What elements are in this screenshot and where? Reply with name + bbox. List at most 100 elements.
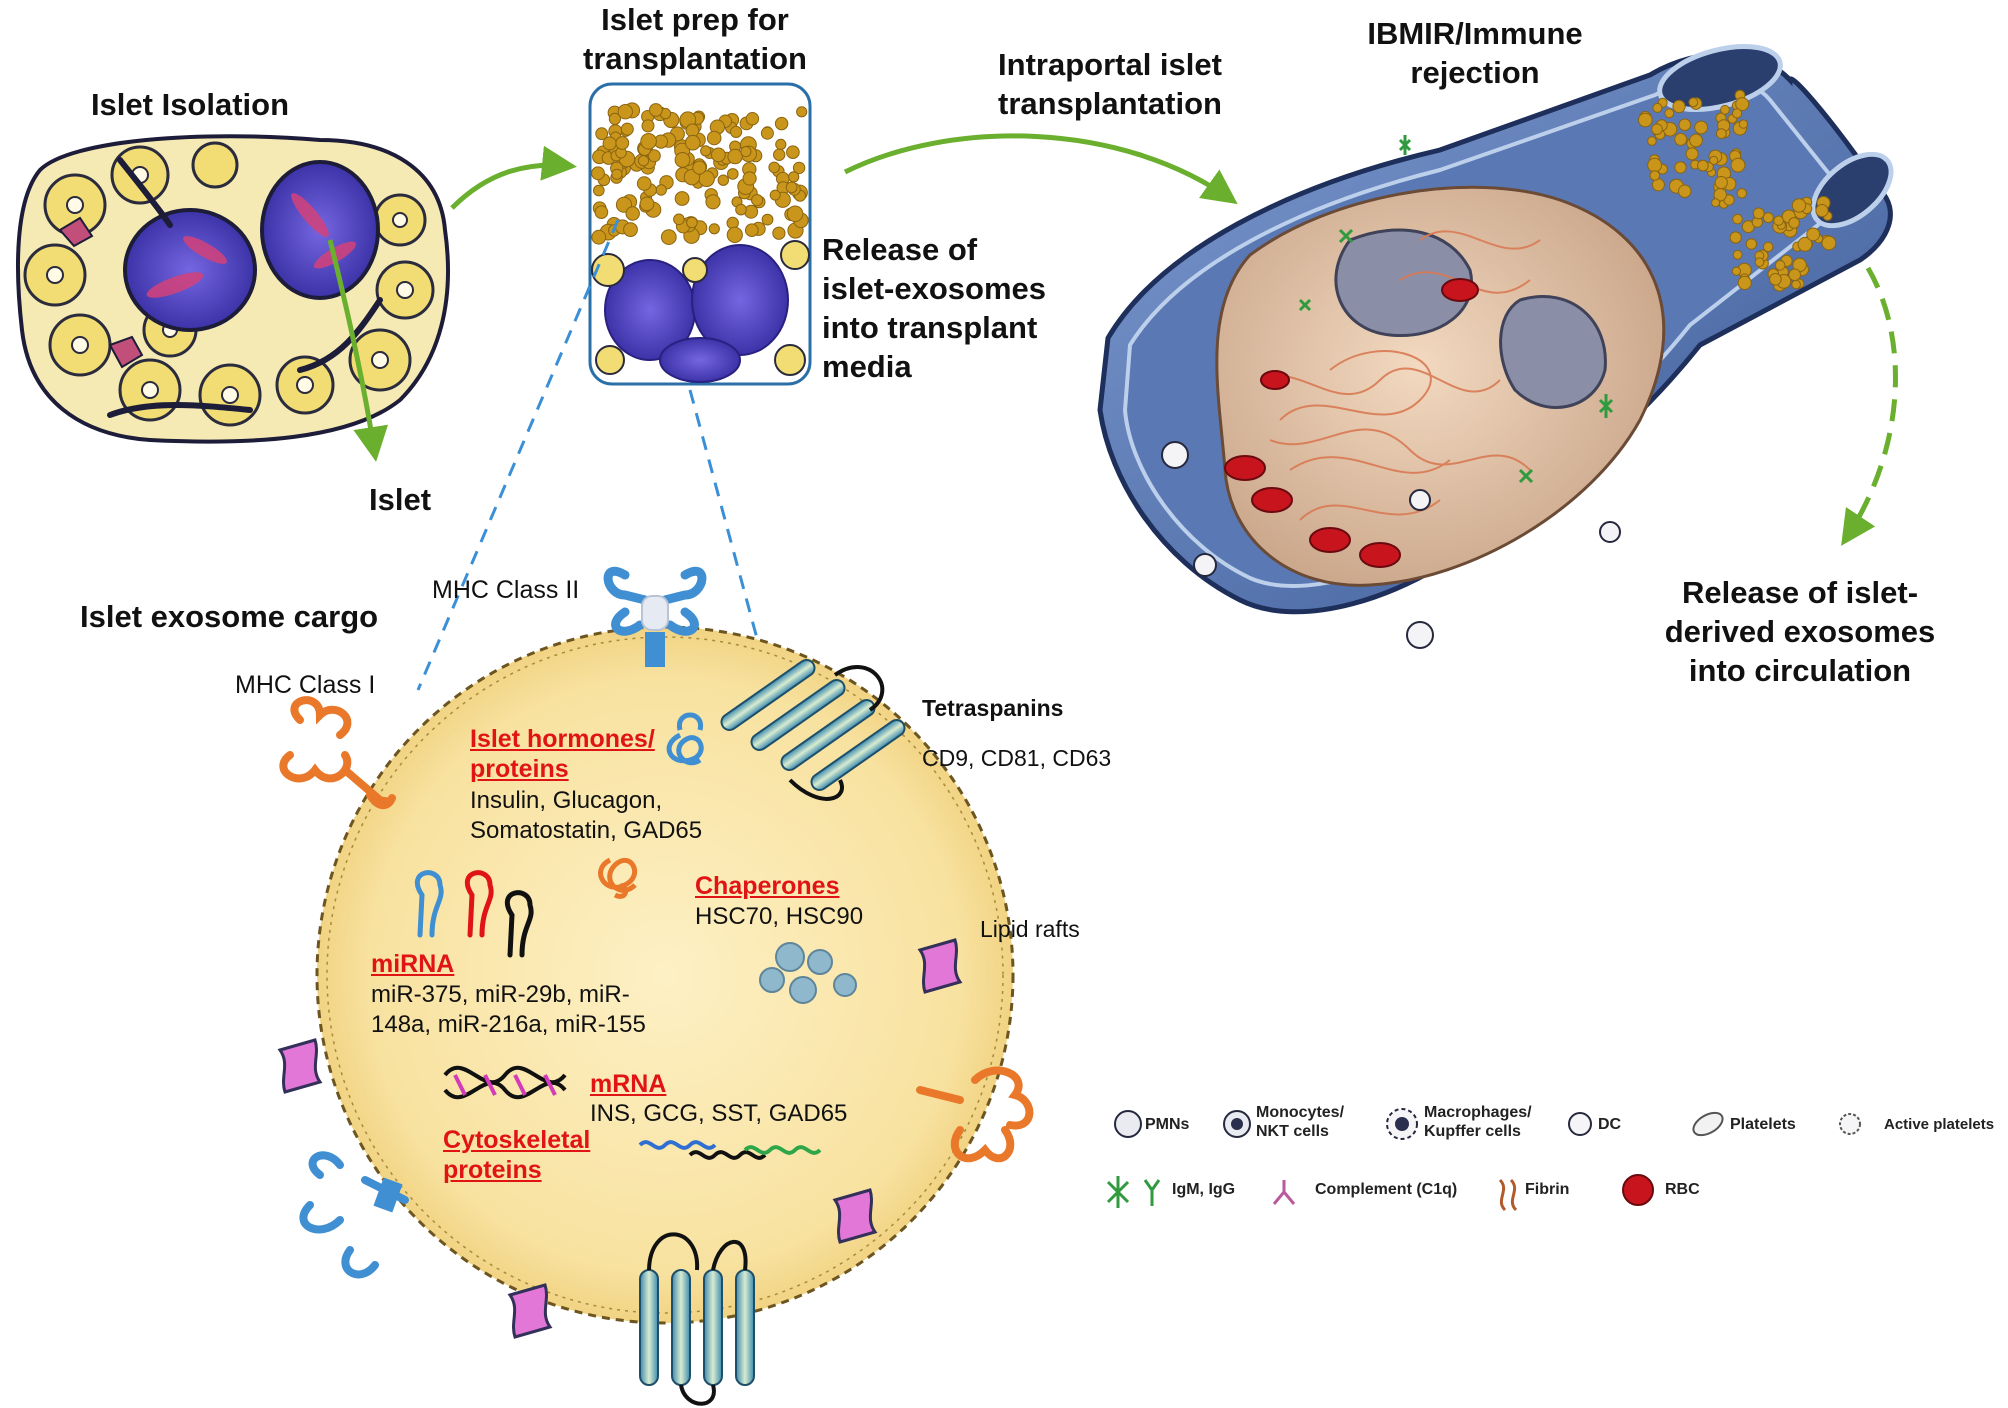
mhc-class-ii-lower xyxy=(299,1151,409,1279)
exosome-dot xyxy=(772,226,786,240)
exosome-dot xyxy=(1738,119,1749,129)
mrna-strands xyxy=(638,1140,822,1160)
exosome-dot xyxy=(660,229,677,246)
exosome-dot xyxy=(1736,188,1748,199)
exosome-dot xyxy=(742,171,757,186)
islet-prep-tube xyxy=(588,82,812,386)
exosome-dot xyxy=(751,194,764,207)
exosome-dot xyxy=(1732,249,1743,260)
exosome-dot xyxy=(792,161,806,175)
tetraspanin-molecule-bottom xyxy=(639,1232,755,1406)
exosome-dot xyxy=(1737,275,1752,290)
exosome-dot xyxy=(1732,108,1743,119)
exosome-dot xyxy=(647,149,661,163)
mrna-title: mRNA xyxy=(590,1070,667,1098)
legend-complement: Complement (C1q) xyxy=(1315,1181,1458,1198)
exosome-dot xyxy=(726,216,739,230)
exosome-dot xyxy=(1709,155,1719,165)
release-media-label: Release of islet-exosomes into transplan… xyxy=(822,232,1046,384)
exosome-dot xyxy=(1672,99,1686,114)
exosome-dot xyxy=(740,146,752,158)
complement-icon xyxy=(1272,1180,1296,1205)
mhc-class-i-label: MHC Class I xyxy=(235,671,376,699)
legend-rbc: RBC xyxy=(1665,1181,1700,1198)
portal-vein-illustration xyxy=(1097,44,1894,649)
exosome-dot xyxy=(730,125,743,138)
exosome-dot xyxy=(595,127,609,141)
exosome-dot xyxy=(1791,279,1801,290)
exosome-dot xyxy=(1797,236,1813,252)
exosome-dot xyxy=(773,148,786,162)
igm-icon xyxy=(1106,1176,1161,1208)
hormone-protein-icon-blue xyxy=(666,712,704,765)
exosome-dot xyxy=(637,155,650,167)
exosome-dot xyxy=(617,104,633,120)
exosome-dot xyxy=(726,226,743,243)
chaperones-list: HSC70, HSC90 xyxy=(695,903,864,930)
exosome-dot xyxy=(673,213,685,226)
arrow-to-circulation xyxy=(1841,266,1898,546)
legend-pmn: PMNs xyxy=(1145,1116,1190,1133)
exosome-dot xyxy=(620,122,634,136)
mirna-list: miR-375, miR-29b, miR- 148a, miR-216a, m… xyxy=(371,981,646,1038)
exosome-dot xyxy=(786,145,800,159)
exosome-dot xyxy=(1735,97,1750,112)
exosome-dot xyxy=(594,205,609,219)
exosome-dot xyxy=(705,194,721,210)
exosome-dot xyxy=(1652,102,1663,113)
zoom-line-left xyxy=(416,219,620,691)
legend-macrophages: Macrophages/ Kupffer cells xyxy=(1424,1104,1532,1140)
mhc-class-ii-molecule xyxy=(603,566,707,667)
release-circulation-label: Release of islet- derived exosomes into … xyxy=(1664,575,1936,688)
legend-dc: DC xyxy=(1598,1116,1622,1133)
mirna-title: miRNA xyxy=(371,950,455,978)
exosome-dot xyxy=(1694,120,1708,135)
exosome-dot xyxy=(717,174,729,186)
arrow-to-prep xyxy=(450,145,577,210)
rbc-icon xyxy=(1622,1174,1654,1206)
exosome-dot xyxy=(1815,204,1829,218)
exosome-dot xyxy=(785,181,798,194)
exosome-dot xyxy=(768,161,781,174)
exosome-dot xyxy=(1745,238,1758,250)
exosome-dot xyxy=(685,134,701,151)
tetraspanin-molecule-top xyxy=(720,659,906,801)
exosome-dot xyxy=(591,166,605,181)
pancreas-section xyxy=(15,134,450,444)
exosome-dot xyxy=(593,184,605,197)
arrow-to-islet xyxy=(327,239,389,462)
exosome-dot xyxy=(1688,97,1699,108)
exosome-dot xyxy=(636,176,652,191)
hormone-protein-icon-orange xyxy=(598,857,638,899)
ibmir-label: IBMIR/Immune rejection xyxy=(1367,16,1583,90)
exosome-dot xyxy=(1720,104,1730,115)
exosome-dot xyxy=(774,116,789,131)
islet-hormones-title: Islet hormones/ proteins xyxy=(470,725,655,783)
exosome-dot xyxy=(615,136,630,150)
fibrin-icon xyxy=(1498,1178,1518,1212)
exosome-dot xyxy=(706,130,722,146)
exosome-dot xyxy=(611,168,623,180)
arrow-to-transplant xyxy=(843,133,1238,205)
exosome-dot xyxy=(1651,123,1663,135)
mhc-class-i-molecule xyxy=(279,696,396,810)
exosome-dot xyxy=(649,103,663,117)
exosome-dot xyxy=(1731,266,1742,276)
mhc-class-ii-label: MHC Class II xyxy=(432,576,580,604)
legend-active-platelets: Active platelets xyxy=(1884,1116,1995,1133)
exosome-dot xyxy=(1714,176,1728,190)
cytoskeletal-helix xyxy=(443,1065,567,1100)
exosome-dot xyxy=(1678,184,1692,198)
legend-igm: IgM, IgG xyxy=(1172,1181,1236,1198)
exosome-dot xyxy=(708,223,720,235)
exosome-dot xyxy=(769,189,781,201)
prep-islets xyxy=(591,240,810,383)
mhc-class-i-right xyxy=(916,1066,1034,1163)
exosome-dot xyxy=(1788,217,1800,229)
tetraspanins-list: CD9, CD81, CD63 xyxy=(922,745,1112,771)
exosome-dot xyxy=(711,147,726,163)
lipid-raft-markers xyxy=(277,938,963,1339)
chaperone-particles xyxy=(759,942,857,1004)
exosome-dot xyxy=(1647,136,1657,146)
legend-platelets: Platelets xyxy=(1730,1116,1796,1133)
